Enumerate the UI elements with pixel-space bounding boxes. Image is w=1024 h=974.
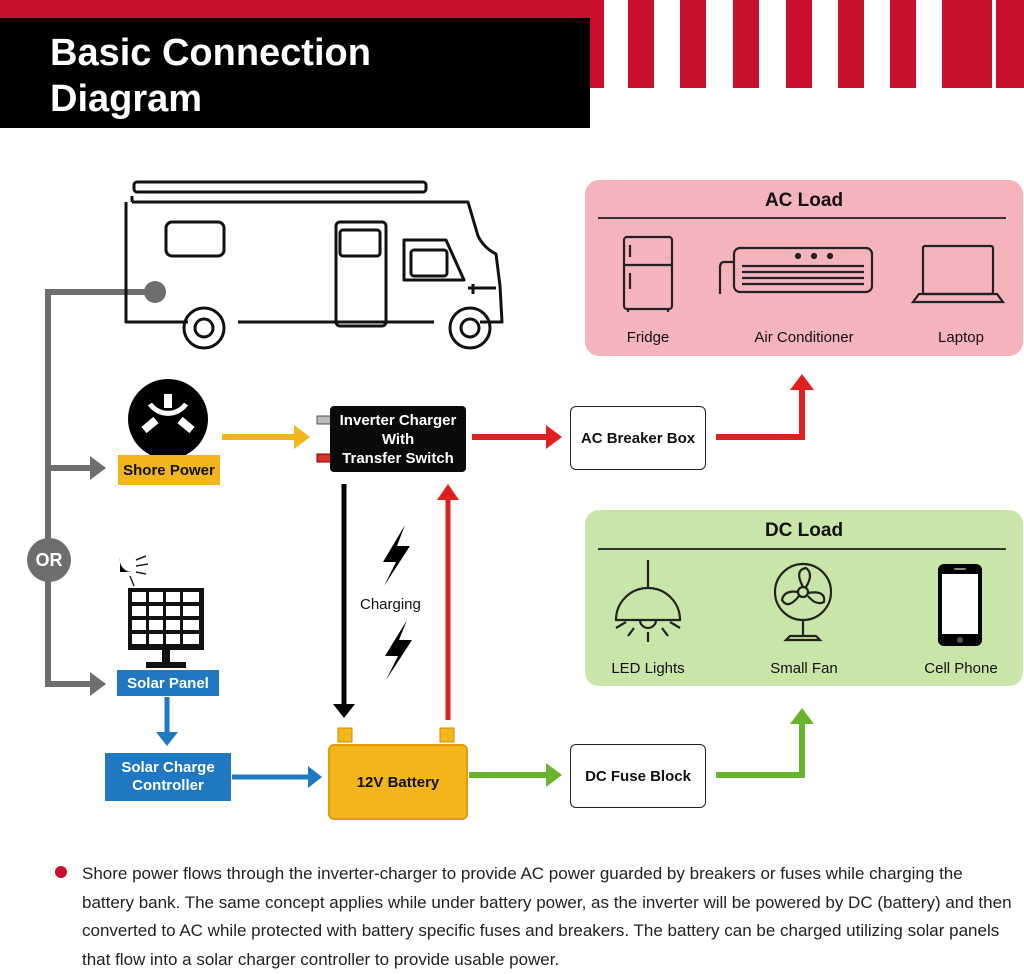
inverter-to-breaker-arrow bbox=[546, 425, 562, 449]
decorative-stripe bbox=[838, 0, 864, 88]
shore-power-label: Shore Power bbox=[118, 455, 220, 485]
dc-load-title: DC Load bbox=[764, 520, 844, 541]
breaker-to-ac-load-line bbox=[716, 388, 805, 440]
decorative-stripe bbox=[680, 0, 706, 88]
battery-box: 12V Battery bbox=[328, 744, 468, 820]
decorative-stripe bbox=[890, 0, 916, 88]
ac-item-label: Air Conditioner bbox=[754, 329, 854, 346]
ac-load-divider bbox=[598, 217, 1006, 219]
dc-fuse-block-box: DC Fuse Block bbox=[570, 744, 706, 808]
fan-icon bbox=[773, 562, 833, 642]
dc-load-divider bbox=[598, 548, 1006, 550]
inverter-charger-box: Inverter Charger With Transfer Switch bbox=[330, 406, 466, 472]
charging-label: Charging bbox=[360, 596, 421, 613]
cell-phone-icon bbox=[938, 564, 982, 646]
solar-panel-icon bbox=[119, 555, 204, 668]
arrow-to-shore-power bbox=[90, 456, 106, 480]
rv-icon bbox=[124, 180, 504, 350]
inverter-to-battery-arrow bbox=[333, 704, 355, 718]
lightning-bolt-icon bbox=[383, 525, 410, 586]
dc-item-label: LED Lights bbox=[611, 660, 685, 677]
description-paragraph: Shore power flows through the inverter-c… bbox=[82, 864, 1012, 969]
decorative-stripe bbox=[590, 0, 604, 88]
ac-breaker-box: AC Breaker Box bbox=[570, 406, 706, 470]
dc-item-label: Small Fan bbox=[770, 660, 838, 677]
ac-load-panel bbox=[585, 180, 1023, 356]
shore-power-outlet-icon bbox=[128, 379, 208, 459]
page-title: Basic Connection Diagram bbox=[50, 32, 371, 120]
battery-terminals bbox=[337, 727, 455, 743]
title-box bbox=[0, 18, 590, 128]
solar-charge-controller-box: Solar Charge Controller bbox=[105, 753, 231, 801]
shore-to-inverter-arrow bbox=[294, 425, 310, 449]
panel-to-controller-arrow bbox=[156, 732, 178, 746]
laptop-icon bbox=[911, 244, 1005, 304]
decorative-stripe bbox=[996, 0, 1024, 88]
decorative-stripe bbox=[942, 0, 992, 88]
fuse-to-dc-load-line bbox=[716, 722, 805, 778]
air-conditioner-icon bbox=[718, 246, 874, 294]
rv-plug-dot bbox=[144, 281, 166, 303]
header-band bbox=[0, 0, 604, 18]
fuse-to-dc-load-arrow bbox=[790, 708, 814, 724]
ac-load-title: AC Load bbox=[764, 190, 844, 211]
decorative-stripe bbox=[733, 0, 759, 88]
battery-to-inverter-arrow bbox=[437, 484, 459, 500]
controller-to-battery-arrow bbox=[308, 766, 322, 788]
solar-panel-label: Solar Panel bbox=[117, 670, 219, 696]
decorative-stripe bbox=[628, 0, 654, 88]
ac-item-label: Laptop bbox=[938, 329, 984, 346]
gray-feed-line bbox=[45, 289, 155, 687]
fridge-icon bbox=[622, 235, 674, 312]
arrow-to-solar-panel bbox=[90, 672, 106, 696]
bullet-icon bbox=[55, 866, 67, 878]
breaker-to-ac-load-arrow bbox=[790, 374, 814, 390]
decorative-stripe bbox=[786, 0, 812, 88]
or-badge: OR bbox=[27, 538, 71, 582]
led-light-icon bbox=[614, 560, 682, 642]
dc-item-label: Cell Phone bbox=[924, 660, 998, 677]
battery-to-fuse-arrow bbox=[546, 763, 562, 787]
ac-item-label: Fridge bbox=[626, 329, 670, 346]
lightning-bolt-icon bbox=[385, 620, 412, 680]
